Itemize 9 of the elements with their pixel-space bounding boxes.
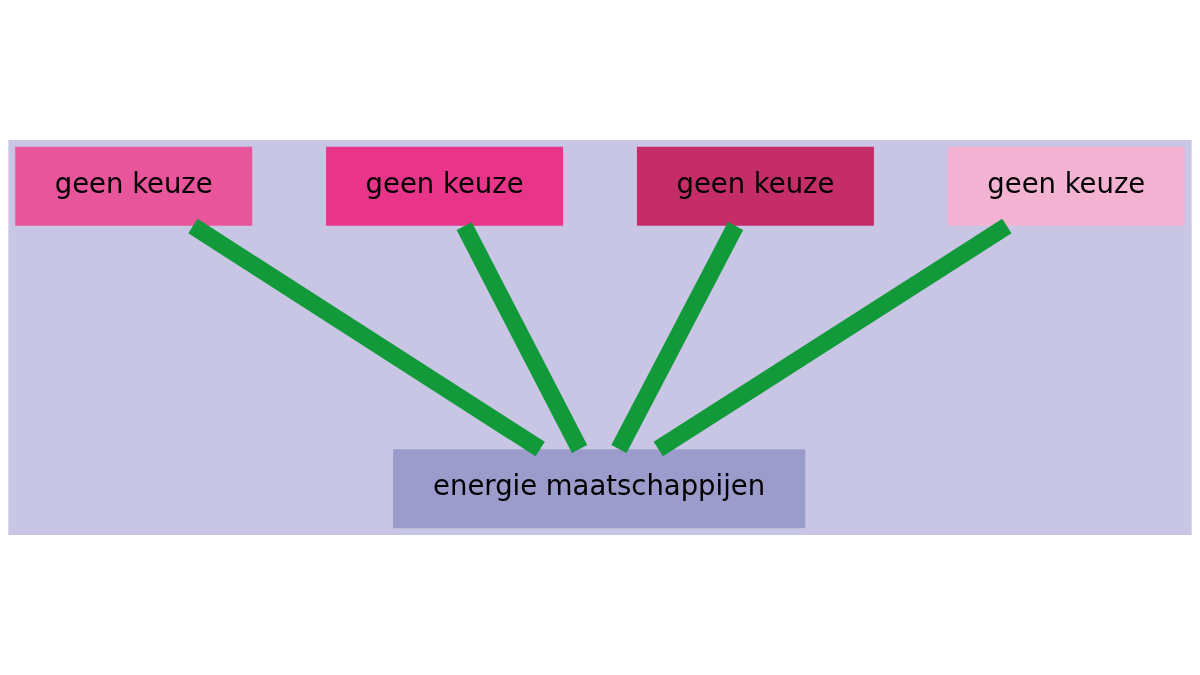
node-box: energie maatschappijen: [393, 449, 806, 529]
node-box: geen keuze: [326, 146, 564, 226]
connector: [456, 222, 588, 453]
node-box: geen keuze: [15, 146, 253, 226]
connector: [653, 218, 1012, 457]
node-box: geen keuze: [636, 146, 874, 226]
connector: [188, 218, 545, 457]
connector: [611, 222, 744, 454]
node-box: geen keuze: [947, 146, 1185, 226]
